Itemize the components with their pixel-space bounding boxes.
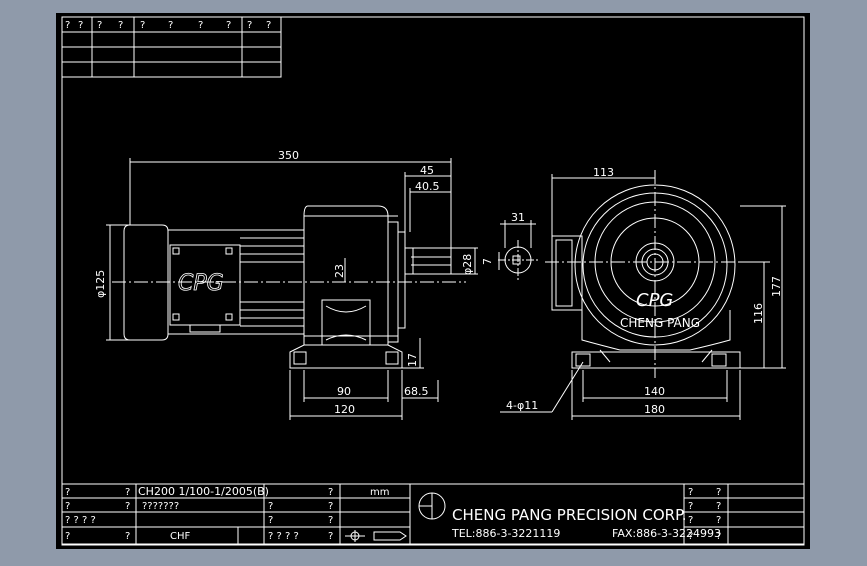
tb-cell: ?: [716, 531, 721, 542]
sheet-border: [61, 16, 805, 546]
tb-cell: ???????: [142, 501, 179, 512]
tb-cell: ?: [716, 501, 721, 512]
tb-cell: ?: [688, 531, 693, 542]
drawing-sheet: [56, 13, 810, 549]
top-left-table: [61, 16, 282, 78]
top-table-cell: ?: [97, 20, 102, 31]
tb-cell: ?: [125, 501, 130, 512]
tb-cell: ?: [268, 501, 273, 512]
tb-cell: CHF: [170, 531, 191, 542]
base-foot: [289, 344, 403, 369]
top-table-cell: ?: [226, 20, 231, 31]
tb-cell: ?: [328, 531, 333, 542]
tb-cell: ?: [65, 487, 70, 498]
dim-40-5: 40.5: [415, 180, 440, 193]
top-table-header: ? ? ? ? ? ? ? ? ? ?: [65, 20, 271, 31]
tb-cell: ?: [688, 515, 693, 526]
housing-outline: [574, 184, 736, 346]
title-block-cells: ? ? CH200 1/100-1/2005(B) ? mm ? ? ?????…: [65, 485, 721, 542]
top-table-cell: ?: [65, 20, 70, 31]
tb-cell: ?: [688, 487, 693, 498]
tb-cell: ?: [125, 487, 130, 498]
company-fax: FAX:886-3-3224993: [612, 527, 721, 540]
dim-120: 120: [334, 403, 355, 416]
company-tel: TEL:886-3-3221119: [451, 527, 560, 540]
dim-31: 31: [511, 211, 525, 224]
dim-28: φ28: [461, 254, 474, 275]
gearbox-brand-name: CHENG PANG: [620, 316, 700, 330]
top-table-cell: ?: [266, 20, 271, 31]
fan-cover: [123, 224, 169, 341]
tb-cell: ?: [328, 501, 333, 512]
drawing-number: CH200 1/100-1/2005(B): [138, 485, 269, 498]
tb-cell: ? ? ? ?: [65, 515, 96, 526]
motor-logo: CPG: [178, 271, 224, 296]
top-table-cell: ?: [78, 20, 83, 31]
tb-cell: ?: [688, 501, 693, 512]
end-view: [500, 170, 786, 420]
tb-cell: ? ? ? ?: [268, 531, 299, 542]
dimension-labels: 350 45 40.5 113 31 φ125 23 φ28 7 177 116…: [94, 149, 783, 416]
tb-cell: ?: [716, 515, 721, 526]
tb-cell: ?: [328, 487, 333, 498]
gearbox-logo: CPG: [636, 290, 673, 311]
top-table-cell: ?: [118, 20, 123, 31]
dim-177: 177: [770, 276, 783, 297]
tb-cell: ?: [65, 531, 70, 542]
dim-140: 140: [644, 385, 665, 398]
dim-125: φ125: [94, 270, 107, 298]
tb-cell: ?: [328, 515, 333, 526]
dim-180: 180: [644, 403, 665, 416]
dim-116: 116: [752, 303, 765, 324]
dim-113: 113: [593, 166, 614, 179]
tb-cell: ?: [125, 531, 130, 542]
dim-90: 90: [337, 385, 351, 398]
dim-68-5: 68.5: [404, 385, 429, 398]
holes-label: 4-φ11: [506, 399, 538, 412]
output-shaft: [404, 247, 452, 275]
top-table-cell: ?: [168, 20, 173, 31]
tb-cell: ?: [268, 515, 273, 526]
unit-label: mm: [370, 487, 389, 498]
top-table-cell: ?: [247, 20, 252, 31]
shaft-section: [498, 220, 540, 280]
dim-7: 7: [481, 258, 494, 265]
dim-45: 45: [420, 164, 434, 177]
title-block: [61, 483, 805, 545]
dim-17: 17: [406, 353, 419, 367]
tb-cell: ?: [65, 501, 70, 512]
tb-cell: ?: [716, 487, 721, 498]
top-table-cell: ?: [140, 20, 145, 31]
dim-350: 350: [278, 149, 299, 162]
dim-23: 23: [333, 264, 346, 278]
top-table-cell: ?: [198, 20, 203, 31]
company-name: CHENG PANG PRECISION CORP.: [452, 506, 687, 524]
side-view: [106, 158, 478, 420]
